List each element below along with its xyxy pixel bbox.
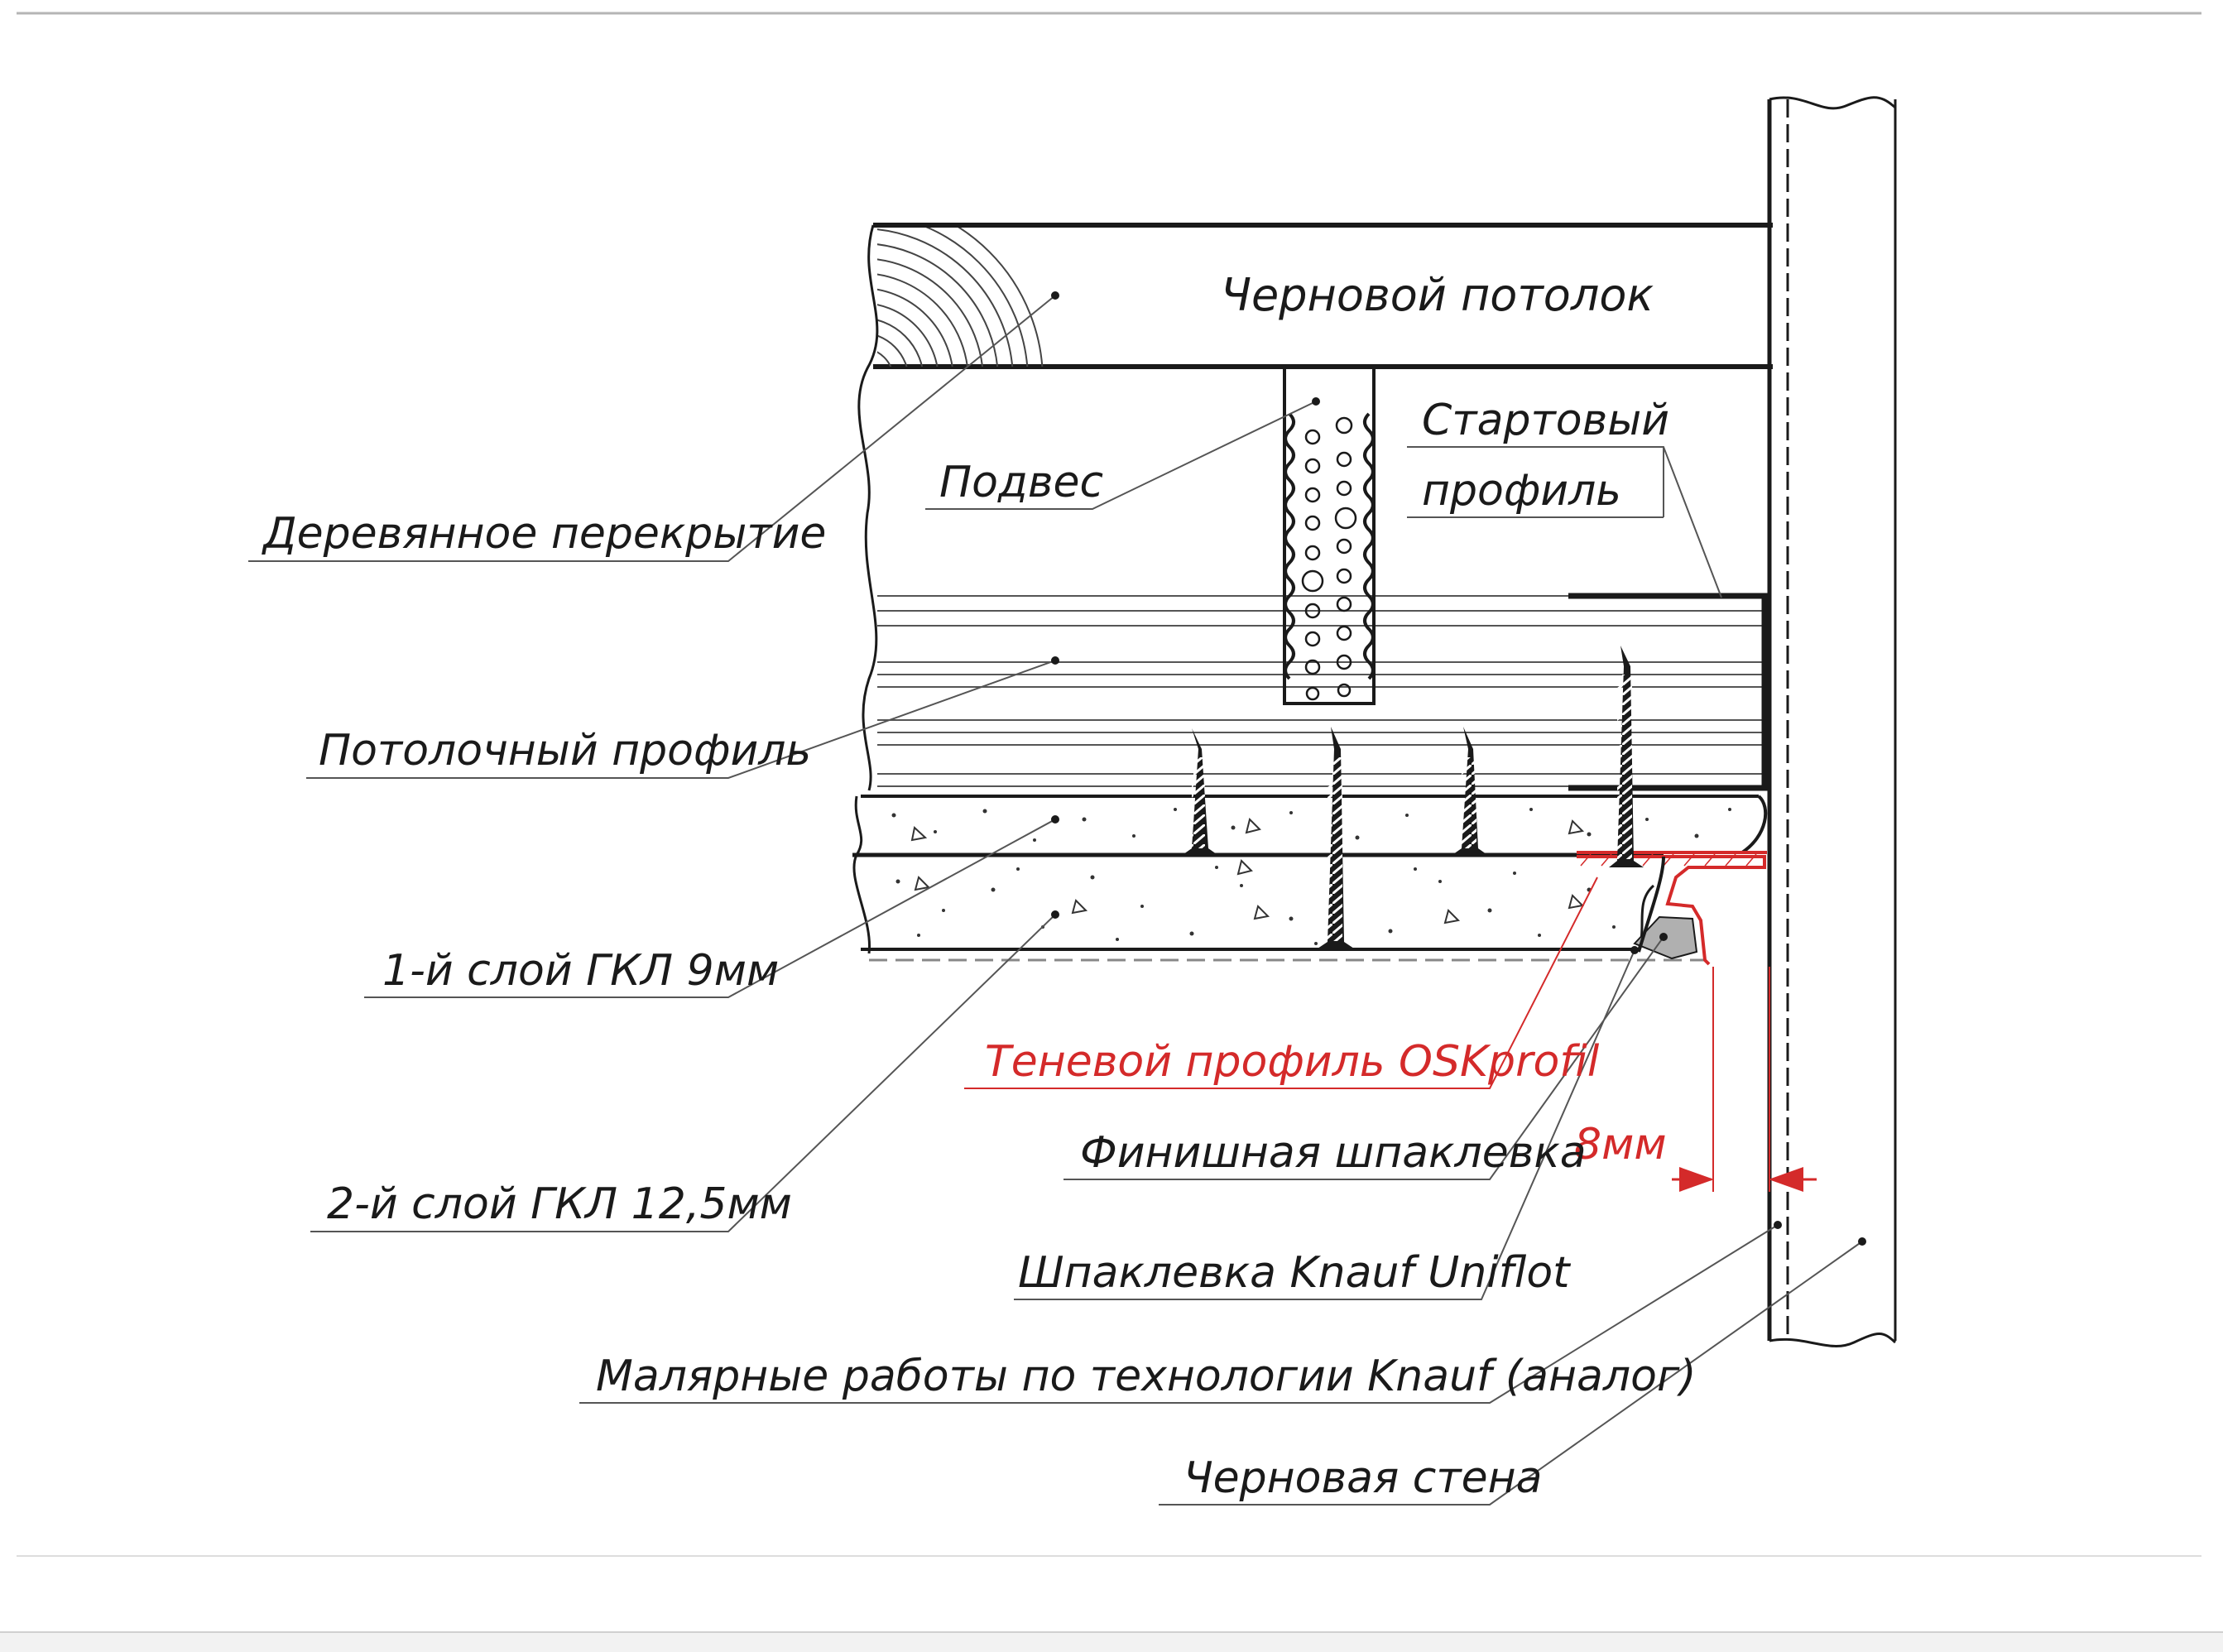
label-starter-profile-1: Стартовый	[1422, 396, 1669, 445]
gap-dimension: 8мм	[1574, 967, 1817, 1192]
shadow-profile-edge	[1637, 856, 1665, 953]
label-painting: Малярные работы по технологии Knauf (ана…	[596, 1352, 1697, 1401]
leaders	[248, 295, 1863, 1506]
shadow-profile-leader	[964, 876, 1598, 1089]
label-gkl-layer2: 2-й слой ГКЛ 12,5мм	[327, 1179, 792, 1229]
screw	[1184, 728, 1217, 854]
label-rough-wall: Черновая стена	[1184, 1453, 1543, 1503]
screw	[1609, 646, 1644, 867]
label-hanger: Подвес	[939, 458, 1103, 507]
gap-dimension-label: 8мм	[1574, 1120, 1667, 1169]
starter-profile	[1568, 593, 1768, 791]
label-rough-ceiling: Черновой потолок	[1221, 269, 1654, 321]
rough-wall	[1767, 96, 1897, 1347]
label-gkl-layer1: 1-й слой ГКЛ 9мм	[382, 946, 779, 996]
screw	[1453, 727, 1486, 854]
label-finish-putty: Финишная шпаклевка	[1080, 1128, 1587, 1178]
label-shadow-profile: Теневой профиль OSKprofil	[985, 1037, 1600, 1087]
label-ceiling-profile: Потолочный профиль	[319, 726, 811, 776]
rough-ceiling-wood: Черновой потолок	[857, 223, 1773, 791]
leader-dots	[1051, 291, 1866, 1246]
label-wood-floor: Деревянное перекрытие	[262, 509, 826, 559]
label-starter-profile-2: профиль	[1422, 466, 1621, 516]
gkl-aggregate	[910, 818, 1585, 924]
label-knauf-putty: Шпаклевка Knauf Uniflot	[1018, 1248, 1571, 1298]
screws	[1184, 646, 1644, 948]
page-frame	[0, 12, 2223, 1652]
hanger	[1283, 368, 1376, 705]
screw	[1318, 727, 1354, 948]
